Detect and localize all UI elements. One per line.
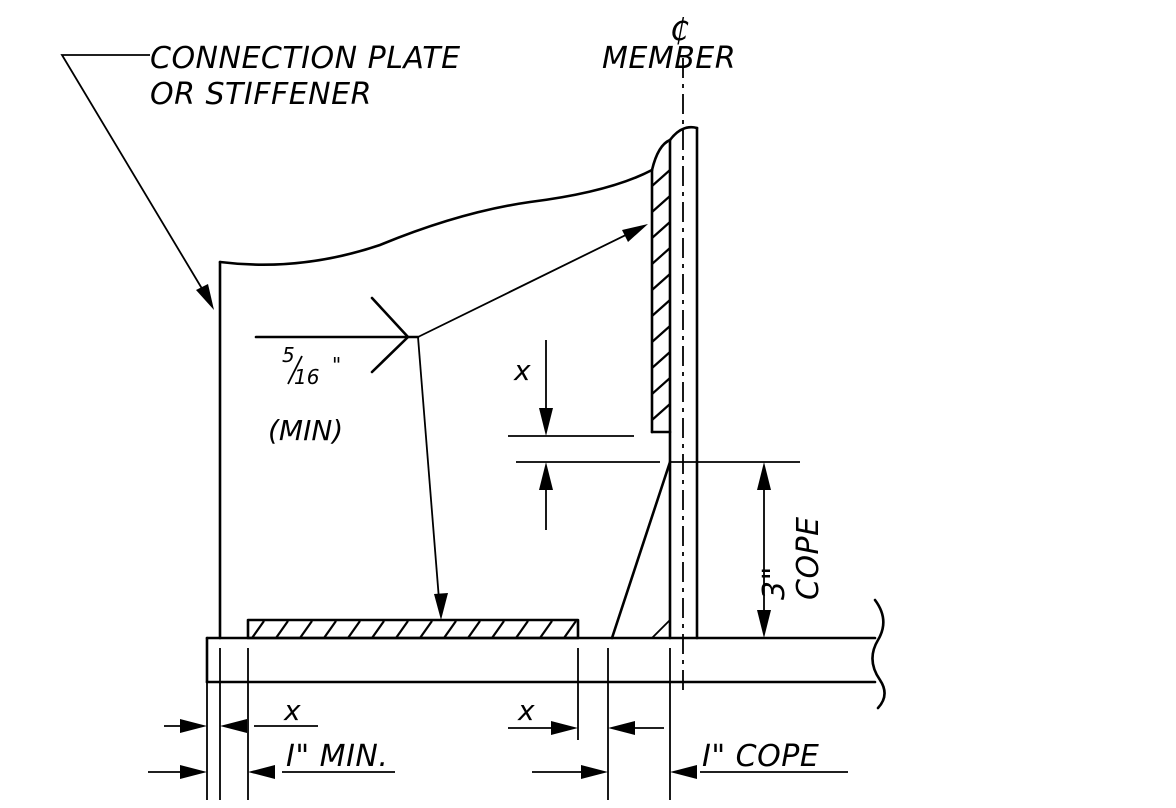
- weld-size-inch-mark: ": [332, 353, 341, 377]
- dim-1in-cope-arrow-right: [581, 765, 608, 779]
- cope-word-label: COPE: [791, 516, 826, 600]
- weld-arrow-up-head: [622, 224, 648, 242]
- vertical-fillet-weld: [651, 169, 671, 421]
- gap-dimension: [508, 340, 660, 530]
- cope-arrow-down-head: [757, 610, 771, 638]
- plate-leader: [60, 54, 214, 310]
- cope-arrow-up-head: [757, 462, 771, 490]
- extension-lines: [206, 648, 671, 800]
- connection-plate-label-line2: OR STIFFENER: [150, 77, 372, 112]
- bottom-flange: [205, 598, 886, 710]
- break-line: [871, 598, 886, 710]
- dim-1in-min-arrow-right: [180, 765, 207, 779]
- cope-height-label: 3": [757, 566, 792, 600]
- dim-left-x-arrow-right: [180, 719, 207, 733]
- dim-1in-min-arrow-left: [248, 765, 275, 779]
- centerline-symbol: ₵: [670, 13, 690, 48]
- one-inch-min-label: I" MIN.: [286, 739, 388, 774]
- connection-plate: [218, 138, 672, 640]
- cope-height-dimension: [670, 461, 800, 638]
- gap-arrow-up-head: [539, 462, 553, 490]
- one-inch-cope-label: I" COPE: [702, 739, 819, 774]
- dim-1in-cope-arrow-left: [670, 765, 697, 779]
- weld-size-denominator: 16: [294, 365, 319, 389]
- horizontal-fillet-weld: [246, 618, 580, 640]
- member-label: MEMBER: [602, 41, 736, 76]
- connection-plate-label-line1: CONNECTION PLATE: [150, 41, 461, 76]
- dim-right-x-arrow-right: [551, 721, 578, 735]
- gap-arrow-down-head: [539, 408, 553, 436]
- weld-min-label: (MIN): [268, 414, 343, 447]
- gap-dimension-x-label: x: [513, 354, 531, 387]
- weld-size-numerator: 5: [282, 343, 295, 367]
- dim-left-x-arrow-left: [220, 719, 247, 733]
- plate-leader-arrowhead: [196, 284, 214, 310]
- weld-arrow-down-head: [434, 593, 448, 620]
- weld-size-fraction-bar: [287, 355, 303, 385]
- bottom-right-x-label: x: [517, 694, 535, 727]
- bottom-left-x-label: x: [283, 694, 301, 727]
- cope-edge: [610, 460, 672, 640]
- bottom-dimensions: [148, 719, 848, 779]
- weld-symbol: [254, 224, 648, 620]
- dim-right-x-arrow-left: [608, 721, 635, 735]
